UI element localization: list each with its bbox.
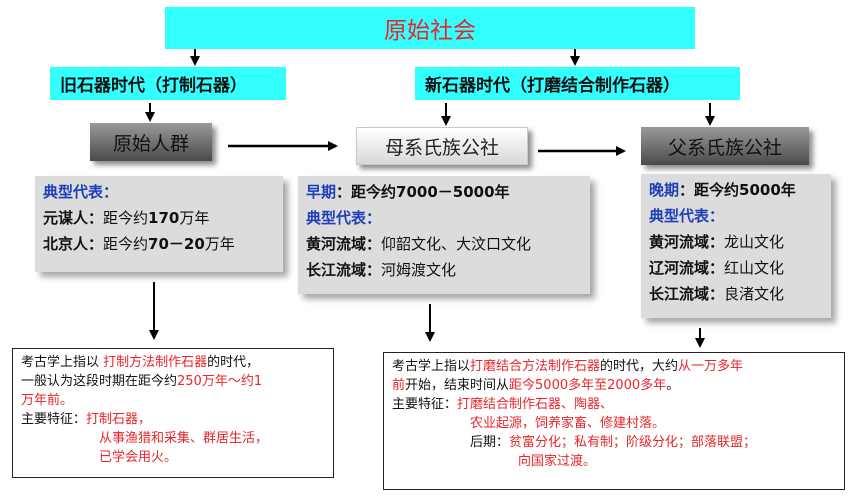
card-row: 黄河流域：龙山文化 bbox=[649, 229, 823, 255]
era-new-label: 新石器时代（打磨结合制作石器） bbox=[425, 76, 680, 96]
stage-label: 原始人群 bbox=[112, 132, 189, 155]
note-text: 考古学上指以 bbox=[392, 359, 471, 374]
stage-label: 母系氏族公社 bbox=[384, 136, 499, 159]
feature-item: 打制石器， bbox=[86, 412, 152, 427]
title-box: 原始社会 bbox=[165, 7, 695, 49]
card-row: 晚期：距今约5000年 bbox=[649, 177, 823, 203]
note-new-stone-age: 考古学上指以打磨结合方法制作石器的时代，大约从一万多年 前开始，结束时间从距今5… bbox=[383, 352, 845, 490]
note-highlight: 250万年～约1 bbox=[177, 374, 263, 389]
feature-item: 贫富分化；私有制；阶级分化；部落联盟； bbox=[509, 435, 757, 450]
feature-item: 农业起源，饲养家畜、修建村落。 bbox=[470, 416, 666, 431]
row-value: 良渚文化 bbox=[724, 285, 785, 303]
era-old-stone-age: 旧石器时代（打制石器） bbox=[50, 67, 286, 100]
late-label: 后期： bbox=[470, 435, 510, 450]
row-value: 距今约 bbox=[103, 209, 149, 227]
note-text: 的时代， bbox=[207, 355, 260, 370]
row-label: 元谋人： bbox=[43, 209, 104, 227]
card-row: 黄河流域：仰韶文化、大汶口文化 bbox=[306, 231, 582, 257]
stage-matriarchal-clan: 母系氏族公社 bbox=[356, 127, 528, 165]
card-row: 元谋人：距今约170万年 bbox=[43, 205, 275, 231]
card-row: 北京人：距今约70－20万年 bbox=[43, 231, 275, 257]
card-row: 长江流域：河姆渡文化 bbox=[306, 257, 582, 283]
row-number: 70－20 bbox=[148, 235, 205, 253]
row-label: 黄河流域： bbox=[649, 233, 725, 251]
row-number: 170 bbox=[148, 209, 180, 227]
period-label: 晚期 bbox=[649, 181, 680, 199]
era-new-stone-age: 新石器时代（打磨结合制作石器） bbox=[415, 67, 740, 100]
card-heading: 典型代表： bbox=[306, 209, 382, 227]
note-text: 的时代，大约 bbox=[600, 359, 679, 374]
feature-label: 主要特征： bbox=[21, 412, 87, 427]
note-text: 。 bbox=[666, 378, 680, 393]
note-highlight: 万年前。 bbox=[21, 393, 74, 408]
row-value: 距今约 bbox=[103, 235, 149, 253]
card-patriarchal-clan: 晚期：距今约5000年 典型代表： 黄河流域：龙山文化 辽河流域：红山文化 长江… bbox=[641, 174, 831, 318]
row-value: 龙山文化 bbox=[724, 233, 785, 251]
feature-label: 主要特征： bbox=[392, 397, 458, 412]
period-label: 早期 bbox=[306, 183, 337, 201]
row-value: 河姆渡文化 bbox=[381, 261, 457, 279]
stage-label: 父系氏族公社 bbox=[667, 136, 782, 159]
row-label: 长江流域： bbox=[649, 285, 725, 303]
card-row: 早期：距今约7000－5000年 bbox=[306, 179, 582, 205]
row-label: 北京人： bbox=[43, 235, 104, 253]
card-heading: 典型代表： bbox=[43, 183, 119, 201]
stage-patriarchal-clan: 父系氏族公社 bbox=[641, 127, 809, 165]
feature-item: 向国家过渡。 bbox=[518, 454, 597, 469]
title: 原始社会 bbox=[384, 18, 476, 44]
note-highlight: 从一万多年 bbox=[678, 359, 744, 374]
card-primitive-group: 典型代表： 元谋人：距今约170万年 北京人：距今约70－20万年 bbox=[35, 176, 283, 272]
era-old-label: 旧石器时代（打制石器） bbox=[60, 76, 247, 96]
note-highlight: 距今5000多年至2000多年 bbox=[509, 378, 667, 393]
period-text: ：距今约5000年 bbox=[679, 181, 796, 199]
period-text: ：距今约7000－5000年 bbox=[336, 183, 510, 201]
card-row: 辽河流域：红山文化 bbox=[649, 255, 823, 281]
feature-item: 从事渔猎和采集、群居生活， bbox=[99, 431, 269, 446]
feature-item: 已学会用火。 bbox=[99, 450, 178, 465]
row-unit: 万年 bbox=[179, 209, 210, 227]
card-row: 长江流域：良渚文化 bbox=[649, 281, 823, 307]
row-label: 长江流域： bbox=[306, 261, 382, 279]
row-value: 红山文化 bbox=[724, 259, 785, 277]
note-text: 一般认为这段时期在距今约 bbox=[21, 374, 178, 389]
card-matriarchal-clan: 早期：距今约7000－5000年 典型代表： 黄河流域：仰韶文化、大汶口文化 长… bbox=[298, 176, 590, 294]
row-label: 辽河流域： bbox=[649, 259, 725, 277]
note-highlight: 前 bbox=[392, 378, 406, 393]
note-highlight: 打制方法制作石器 bbox=[103, 355, 208, 370]
row-label: 黄河流域： bbox=[306, 235, 382, 253]
note-text: 开始，结束时间从 bbox=[405, 378, 510, 393]
note-highlight: 打磨结合方法制作石器 bbox=[470, 359, 601, 374]
note-text: 考古学上指以 bbox=[21, 355, 104, 370]
row-unit: 万年 bbox=[204, 235, 235, 253]
note-old-stone-age: 考古学上指以 打制方法制作石器的时代， 一般认为这段时期在距今约250万年～约1… bbox=[12, 348, 334, 478]
stage-primitive-group: 原始人群 bbox=[90, 123, 212, 161]
feature-item: 打磨结合制作石器、陶器、 bbox=[457, 397, 614, 412]
card-heading: 典型代表： bbox=[649, 207, 725, 225]
row-value: 仰韶文化、大汶口文化 bbox=[381, 235, 532, 253]
